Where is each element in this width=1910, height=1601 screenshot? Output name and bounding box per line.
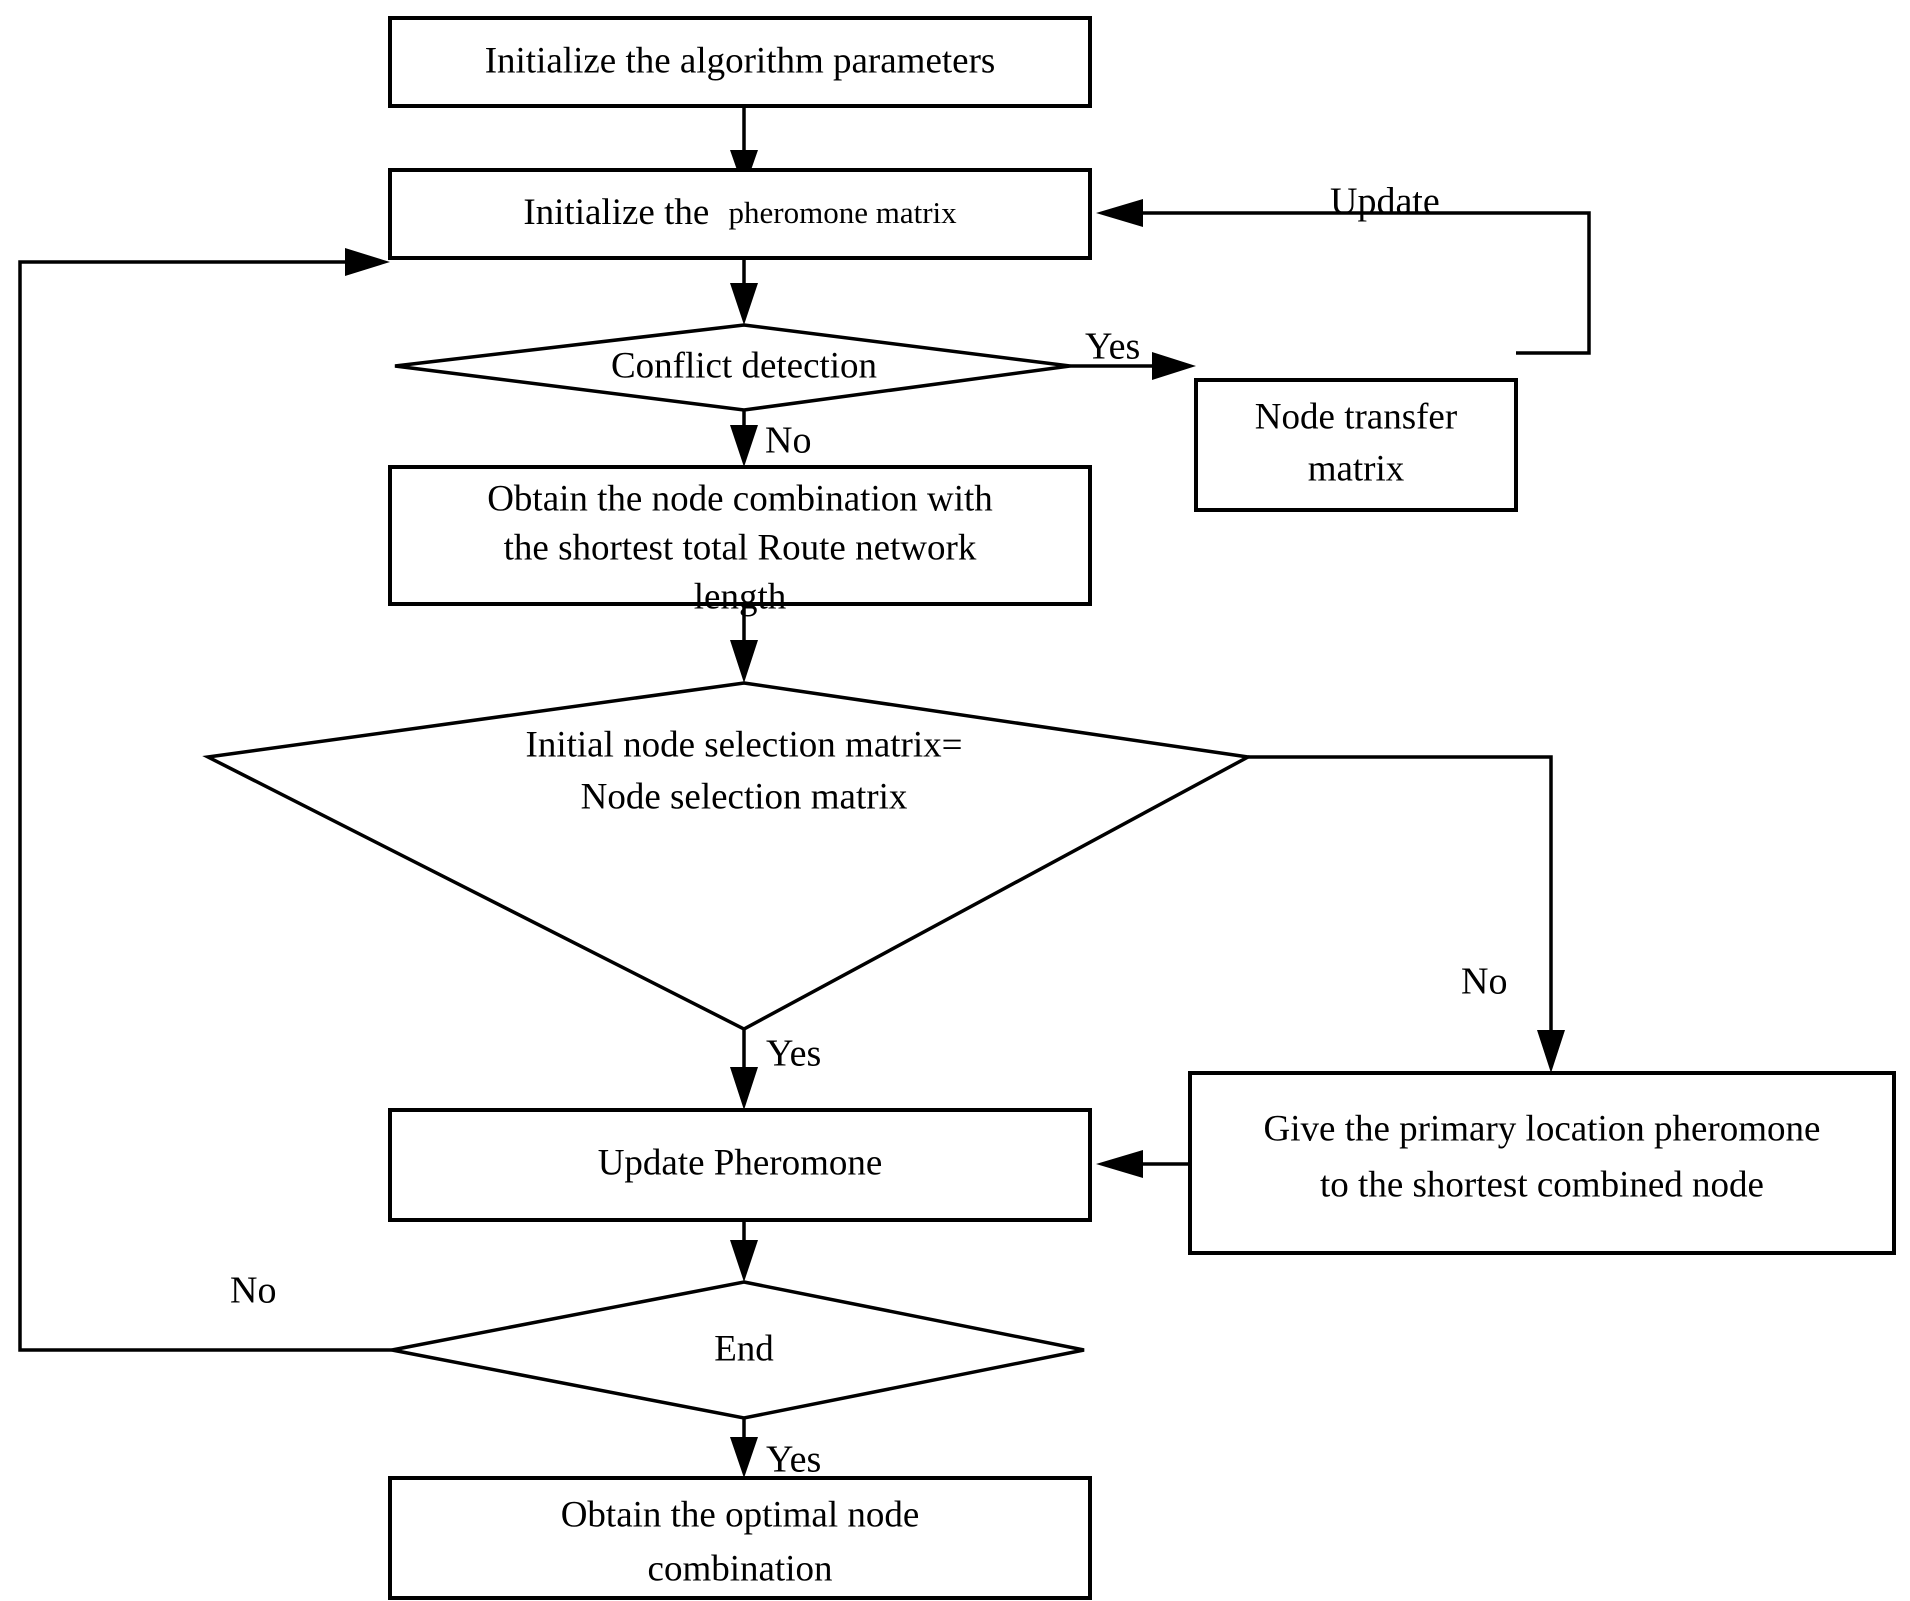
node-obtain-node-combination: Obtain the node combination with the sho… <box>388 465 1092 617</box>
node-give-primary-location-pheromone: Give the primary location pheromone to t… <box>1188 1071 1896 1255</box>
node-node-transfer-matrix: Node transfer matrix <box>1194 378 1518 512</box>
node-obtain-optimal-node-combination-line1: Obtain the optimal node <box>561 1494 920 1535</box>
edge-label-end-no: No <box>230 1270 276 1312</box>
edge-label-conflict-no: No <box>765 420 811 462</box>
node-end-decision-label: End <box>714 1328 774 1369</box>
edge-end-no-to-init-pheromone <box>18 248 392 1352</box>
node-end-decision: End <box>391 1280 1085 1420</box>
edge-update-pheromone-to-end <box>730 1220 758 1282</box>
node-update-pheromone-label: Update Pheromone <box>598 1142 883 1183</box>
edge-selection-no-to-give-pheromone <box>1248 755 1565 1073</box>
edge-selection-yes-to-update-pheromone <box>730 1029 758 1110</box>
node-give-primary-location-pheromone-line1: Give the primary location pheromone <box>1264 1108 1821 1149</box>
node-initialize-pheromone-matrix: Initialize the pheromone matrix <box>388 168 1092 260</box>
node-node-transfer-matrix-line1: Node transfer <box>1255 396 1457 437</box>
node-obtain-node-combination-line2: the shortest total Route network <box>504 527 977 568</box>
edge-give-pheromone-to-update-pheromone <box>1096 1150 1190 1178</box>
node-initialize-pheromone-matrix-label-main: Initialize the <box>523 192 709 233</box>
node-initialize-algorithm-parameters: Initialize the algorithm parameters <box>388 16 1092 108</box>
node-obtain-optimal-node-combination: Obtain the optimal node combination <box>388 1476 1092 1600</box>
edge-end-yes-to-obtain-optimal <box>730 1418 758 1478</box>
edge-init-pheromone-to-conflict <box>730 256 758 325</box>
node-selection-matrix-comparison-line1: Initial node selection matrix= <box>526 724 963 765</box>
node-selection-matrix-comparison: Initial node selection matrix= Node sele… <box>202 681 1254 1031</box>
edge-label-selection-yes: Yes <box>766 1033 821 1075</box>
edge-transfer-matrix-to-init-pheromone-update <box>1096 199 1591 355</box>
edge-conflict-yes-to-transfer-matrix <box>1070 352 1196 380</box>
svg-text:Initialize the pheromo: Initialize the pheromone matrix <box>523 192 957 233</box>
edge-conflict-no-to-obtain-combination <box>730 410 758 467</box>
node-obtain-node-combination-line3: length <box>694 576 787 617</box>
node-node-transfer-matrix-line2: matrix <box>1308 448 1405 489</box>
edge-label-conflict-yes: Yes <box>1085 326 1140 368</box>
edge-label-update: Update <box>1330 181 1440 223</box>
node-initialize-pheromone-matrix-label-emphasis: pheromone matrix <box>729 195 958 230</box>
node-update-pheromone: Update Pheromone <box>388 1108 1092 1222</box>
node-initialize-algorithm-parameters-label: Initialize the algorithm parameters <box>485 40 996 81</box>
edge-obtain-combination-to-selection-decision <box>730 604 758 683</box>
edge-label-end-yes: Yes <box>766 1439 821 1481</box>
node-conflict-detection-label: Conflict detection <box>611 345 877 386</box>
node-selection-matrix-comparison-line2: Node selection matrix <box>581 776 908 817</box>
node-give-primary-location-pheromone-line2: to the shortest combined node <box>1320 1164 1764 1205</box>
edge-label-selection-no: No <box>1461 961 1507 1003</box>
node-obtain-node-combination-line1: Obtain the node combination with <box>487 478 993 519</box>
node-obtain-optimal-node-combination-line2: combination <box>648 1548 833 1589</box>
node-conflict-detection: Conflict detection <box>394 323 1071 412</box>
